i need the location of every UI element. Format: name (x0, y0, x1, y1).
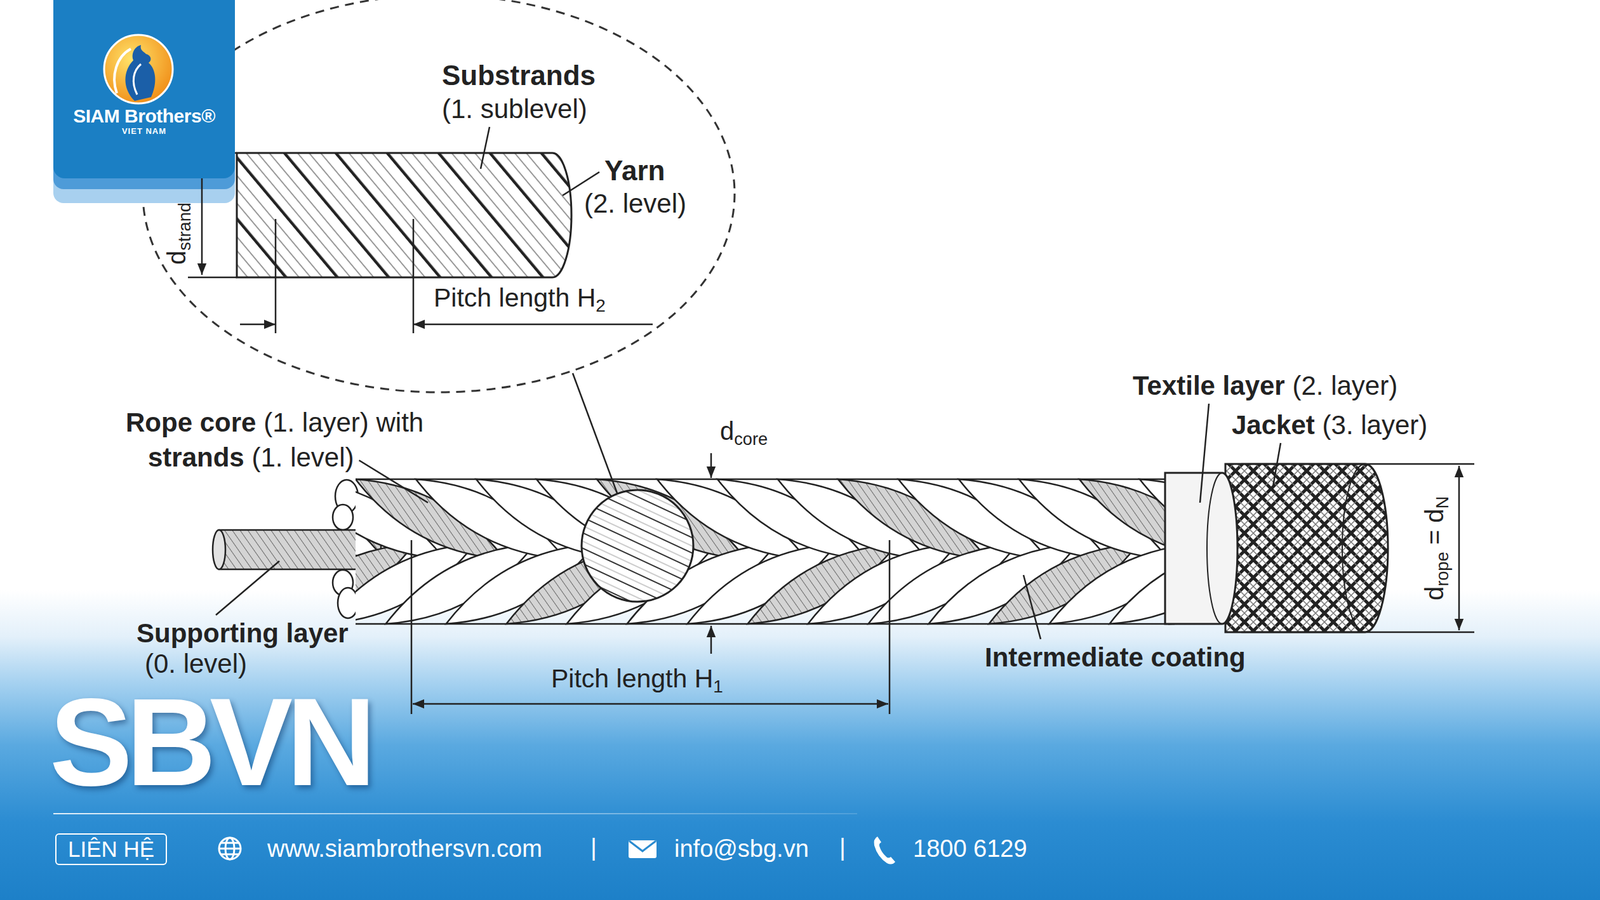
globe-equator (219, 848, 241, 851)
part-label: (2. level) (584, 188, 687, 219)
pitch-h2-dimension (240, 219, 653, 334)
part-label: Rope core (125, 407, 256, 438)
leader-line (480, 126, 490, 169)
dimension-label: drope = dN (1419, 496, 1453, 601)
core-diameter-dimension (710, 453, 713, 654)
part-label: Textile layer (1132, 370, 1286, 401)
pitch-h1-dimension (411, 540, 890, 715)
label-line: (1. sublevel) (441, 93, 588, 125)
part-label: Yarn (604, 154, 665, 187)
part-label: Pitch length H2 (433, 283, 606, 313)
dimension-line (412, 703, 889, 706)
rod-end-face (212, 530, 226, 570)
dimension-label: dstrand (161, 202, 195, 265)
strand-end (332, 504, 354, 531)
emblem-feather (133, 64, 141, 95)
leader-lines (215, 126, 1281, 640)
extension-line (274, 219, 277, 334)
label-line: Pitch length H1 (551, 664, 724, 698)
extension-line (888, 540, 891, 715)
dimension-line (413, 323, 653, 326)
dimension-line (240, 323, 276, 326)
part-label: (3. layer) (1322, 410, 1428, 440)
label-line: Substrands (441, 59, 596, 93)
separator-bar: | (590, 833, 597, 862)
footer-separator (53, 813, 858, 815)
leader-line (1272, 443, 1281, 491)
label-line: (2. level) (584, 188, 687, 220)
emblem-rooster (125, 45, 156, 101)
leader-line (359, 460, 428, 503)
leader-line (215, 561, 280, 616)
logo-emblem (100, 31, 176, 107)
textile-band-edge (1206, 473, 1223, 625)
email-text: info@sbg.vn (674, 834, 809, 863)
part-label: Intermediate coating (984, 642, 1246, 673)
phone-text: 1800 6129 (913, 834, 1028, 863)
emblem-sun (104, 34, 173, 104)
label-line: Jacket(3. layer) (1231, 410, 1428, 441)
rope-diameter-dimension (1241, 464, 1475, 633)
part-label: Substrands (441, 59, 596, 91)
globe-parallel (220, 842, 239, 845)
envelope-body (628, 840, 657, 859)
part-label: (1. layer) with (263, 407, 424, 438)
leader-line (1200, 403, 1209, 503)
website-text: www.siambrothersvn.com (267, 834, 543, 863)
extension-line (187, 276, 237, 279)
part-label: (1. sublevel) (441, 93, 588, 124)
part-label: Jacket (1231, 410, 1315, 440)
dimension-line (710, 453, 713, 479)
globe-icon (219, 838, 241, 860)
contact-label: LIÊN HỆ (67, 836, 155, 863)
dimension-line (1458, 466, 1461, 631)
label-line: Intermediate coating (984, 642, 1246, 674)
brand-wordmark: SBVN (49, 680, 371, 806)
part-label: (2. layer) (1292, 370, 1398, 401)
label-line: Yarn (604, 154, 665, 188)
part-label: (0. level) (144, 648, 247, 679)
label-line: (0. level) (144, 648, 247, 680)
globe-outline (219, 838, 241, 860)
part-label: (1. level) (251, 442, 354, 473)
rope-outline (355, 478, 1175, 481)
phone-icon (874, 836, 896, 865)
rope-outline (355, 623, 1175, 626)
brand-country: VIET NAM (121, 126, 167, 137)
strand-end (337, 587, 359, 619)
leader-line (1023, 575, 1041, 640)
part-label: strands (147, 442, 245, 473)
label-line: Supporting layer (136, 618, 349, 649)
label-line: Rope core(1. layer) with (125, 407, 424, 439)
dimension-line (710, 626, 713, 654)
label-line: Pitch length H2 (433, 283, 606, 317)
mail-icon (628, 840, 657, 859)
extension-line (410, 540, 413, 715)
brand-name: SIAM Brothers® (73, 105, 215, 127)
contact-box: LIÊN HỆ (55, 833, 167, 866)
logo-emblem-holder (100, 31, 176, 107)
part-label: dcore (720, 417, 768, 446)
label-line: dcore (720, 416, 768, 449)
detail-circle (581, 490, 694, 602)
part-label: Pitch length H1 (551, 664, 724, 694)
emblem-feather (114, 48, 131, 94)
strand-detail (236, 153, 572, 278)
extension-line (412, 219, 415, 334)
label-line: Textile layer(2. layer) (1132, 370, 1398, 402)
jacket-braid (1225, 464, 1388, 633)
jacket-end-edge (1342, 464, 1366, 633)
separator-bar: | (839, 833, 846, 862)
callout-line (572, 373, 618, 494)
part-label: Supporting layer (136, 618, 349, 649)
logo-box: SIAM Brothers®VIET NAM (53, 0, 235, 179)
extension-line (1241, 631, 1475, 634)
braided-strands (355, 479, 1175, 625)
envelope-flap (629, 841, 656, 852)
globe-parallel (220, 853, 239, 856)
label-line: strands(1. level) (147, 442, 355, 474)
detail-circle-ground (581, 490, 694, 602)
